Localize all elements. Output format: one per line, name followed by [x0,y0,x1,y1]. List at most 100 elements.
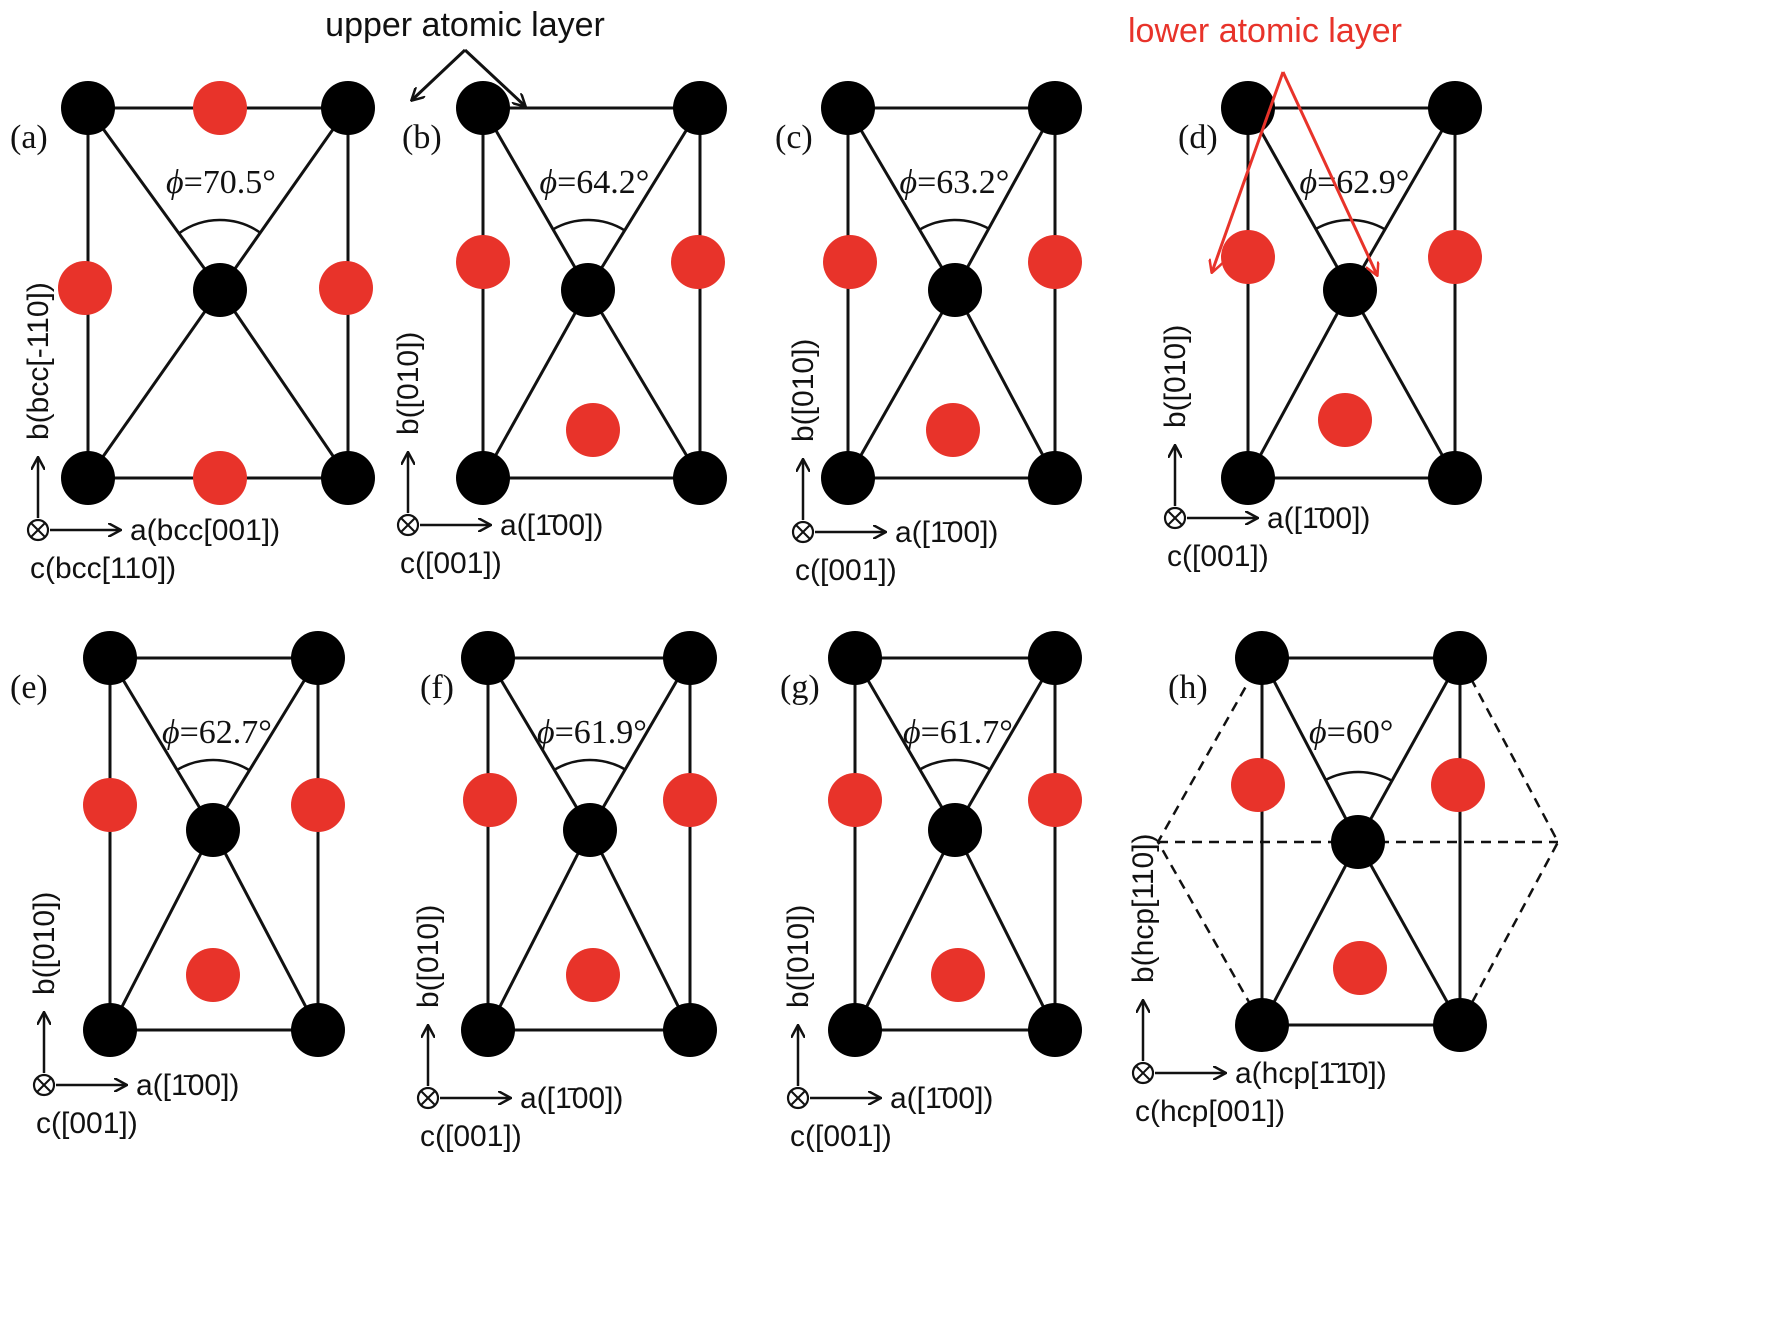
upper-layer-atom [821,81,875,135]
bond-line [1246,107,1352,291]
bond-line [86,107,222,291]
bond-line [588,657,692,831]
panel-label: (b) [402,119,442,156]
upper-layer-atom [1028,451,1082,505]
y-axis-label: b([010]) [1159,325,1192,428]
angle-label: ϕ=61.7° [903,714,1013,751]
z-axis-label: c([001]) [400,547,502,580]
lower-layer-atom [566,948,620,1002]
bond-line [211,657,320,831]
x-axis-label: a([1̄00]) [500,509,603,542]
y-axis-label: b([010]) [782,905,815,1008]
upper-layer-atom [61,81,115,135]
bond-line [1260,841,1360,1026]
into-page-cross [1167,510,1183,526]
bond-line [1246,289,1352,479]
axis-triad: a(bcc[001])c(bcc[110])b(bcc[-110]) [22,282,280,585]
upper-layer-atom [456,451,510,505]
upper-layer-atom [673,81,727,135]
bond-line [846,107,957,291]
panel-e: (e)ϕ=62.7°a([1̄00])c([001])b([010]) [10,631,345,1140]
upper-layer-atom [291,1003,345,1057]
into-page-cross [795,524,811,540]
lower-layer-atom [1318,393,1372,447]
bond-line [218,107,350,291]
upper-layer-atom [563,803,617,857]
y-axis-label: b([010]) [787,339,820,442]
bond-line [588,829,692,1031]
axis-triad: a([1̄00])c([001])b([010]) [392,332,603,580]
bond-line [486,829,592,1031]
lower-layer-atom [931,948,985,1002]
angle-arc [1315,218,1386,231]
upper-layer-atom [193,263,247,317]
lower-layer-atom [1431,758,1485,812]
bond-line [586,107,702,291]
upper-layer-atom [828,631,882,685]
upper-layer-atom [83,1003,137,1057]
axis-triad: a([1̄00])c([001])b([010]) [782,905,993,1153]
bond-line [481,107,590,291]
lower-layer-atom [456,235,510,289]
angle-arc [176,758,251,772]
upper-layer-atom [61,451,115,505]
upper-layer-atom [1028,1003,1082,1057]
panel-label: (c) [775,119,813,156]
angle-value: =62.7° [180,714,272,751]
panel-label: (f) [420,669,454,706]
upper-layer-arrow-right [463,48,525,106]
angle-arc [1325,770,1393,782]
bond-line [953,657,1057,831]
angle-label: ϕ=61.9° [537,714,647,751]
angle-label: ϕ=70.5° [166,164,276,201]
z-axis-label: c(hcp[001]) [1135,1095,1285,1128]
lower-layer-atom [319,261,373,315]
angle-value: =61.9° [555,714,647,751]
phi-symbol: ϕ [1300,164,1318,201]
upper-layer-atom [561,263,615,317]
bond-line [1348,289,1457,479]
angle-value: =62.9° [1317,164,1409,201]
bond-line [108,829,215,1031]
upper-layer-atom [321,451,375,505]
angle-label: ϕ=62.7° [162,714,272,751]
upper-layer-atom [1433,998,1487,1052]
panel-f: (f)ϕ=61.9°a([1̄00])c([001])b([010]) [412,631,717,1153]
panel-label: (a) [10,119,48,156]
bond-line [108,657,215,831]
lower-layer-callout-label: lower atomic layer [1128,12,1402,50]
panel-label: (h) [1168,669,1208,706]
lower-layer-atom [828,773,882,827]
upper-layer-callout-label: upper atomic layer [325,6,605,44]
bond-line [853,657,957,831]
into-page-cross [30,522,46,538]
x-axis-label: a([1̄00]) [1267,502,1370,535]
angle-value: =64.2° [557,164,649,201]
y-axis-label: b([010]) [412,905,445,1008]
panel-a: (a) ϕ=70.5° a(bcc[001])c(bcc[110])b(bcc[-1… [10,81,375,585]
bond-line [846,289,957,479]
angle-value: =60° [1327,714,1394,751]
panel-label: (e) [10,669,48,706]
lower-layer-atom [186,948,240,1002]
into-page-cross [420,1090,436,1106]
panel-g: (g)ϕ=61.7°a([1̄00])c([001])b([010]) [780,631,1082,1153]
angle-value: =61.7° [921,714,1013,751]
phi-symbol: ϕ [900,164,918,201]
axis-triad: a(hcp[1̄1̄0])c(hcp[001])b(hcp[110]) [1127,833,1387,1128]
y-axis-label: b(bcc[-110]) [22,282,55,440]
upper-layer-atom [1428,451,1482,505]
z-axis-label: c([001]) [1167,540,1269,573]
z-axis-label: c([001]) [36,1107,138,1140]
lower-layer-atom [1028,773,1082,827]
panels-group: (a) ϕ=70.5° a(bcc[001])c(bcc[110])b(bcc[-1… [10,81,1560,1153]
bond-line [486,657,592,831]
panel-d: (d)ϕ=62.9°a([1̄00])c([001])b([010]) [1159,81,1482,573]
lower-layer-atom [566,403,620,457]
upper-layer-atom [1428,81,1482,135]
upper-layer-arrow-left [412,48,467,100]
into-page-cross [36,1077,52,1093]
lower-layer-atom [1428,230,1482,284]
upper-layer-atom [1028,631,1082,685]
